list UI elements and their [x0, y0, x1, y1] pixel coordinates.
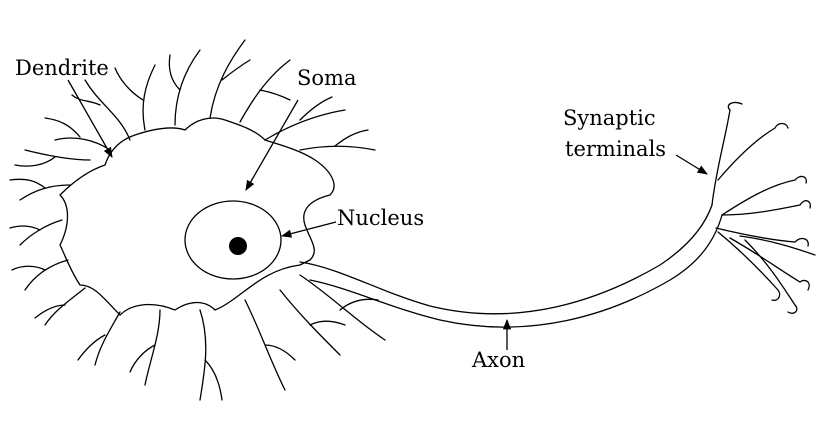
dendrites: [10, 40, 385, 400]
nucleolus: [229, 237, 247, 255]
dendrite-arrow: [68, 80, 112, 157]
synaptic-label-line1: Synaptic: [563, 106, 656, 130]
synaptic-terminals: [712, 103, 815, 314]
synaptic-arrow: [676, 155, 707, 174]
synaptic-label-line2: terminals: [565, 137, 666, 161]
axon-label: Axon: [471, 348, 525, 372]
soma-outline: [60, 118, 334, 315]
nucleus-label: Nucleus: [337, 206, 424, 230]
soma-arrow: [246, 100, 298, 190]
soma-label: Soma: [297, 66, 356, 90]
dendrite-label: Dendrite: [15, 56, 109, 80]
